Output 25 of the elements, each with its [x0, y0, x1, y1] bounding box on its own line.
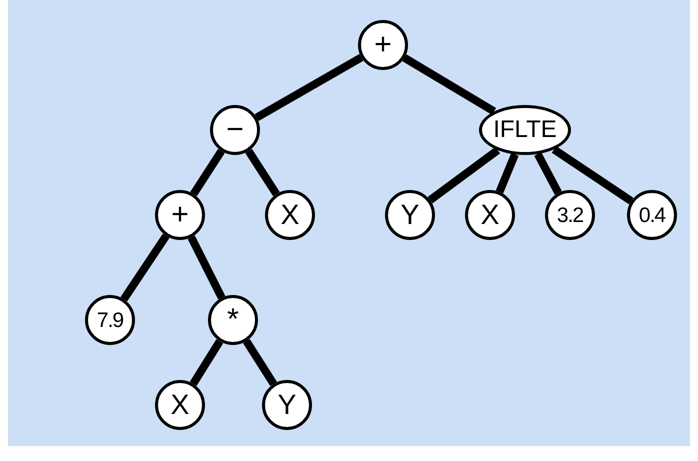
- node-label: X: [280, 201, 300, 229]
- node-label: 0.4: [638, 204, 666, 226]
- connector-line: [534, 152, 562, 195]
- connector-line: [254, 54, 364, 122]
- connector-line: [188, 236, 226, 300]
- connector-line: [190, 148, 225, 196]
- node-label: X: [480, 201, 500, 229]
- node-label: X: [170, 391, 190, 419]
- connector-line: [243, 338, 277, 386]
- connector-line: [120, 234, 170, 302]
- node-label: Y: [400, 201, 420, 229]
- connector-line: [402, 54, 496, 115]
- node-label: Y: [278, 391, 296, 419]
- node-label: +: [171, 200, 189, 230]
- connector-line: [428, 146, 500, 204]
- node-label: −: [226, 115, 244, 145]
- connector-line: [552, 146, 634, 204]
- node-label: IFLTE: [493, 118, 557, 142]
- node-label: 7.9: [96, 310, 124, 330]
- connector-line: [245, 148, 280, 196]
- node-label: *: [227, 305, 239, 335]
- node-label: +: [374, 30, 392, 60]
- connector-line: [190, 339, 224, 386]
- connector-line: [496, 152, 519, 194]
- node-label: 3.2: [556, 204, 584, 226]
